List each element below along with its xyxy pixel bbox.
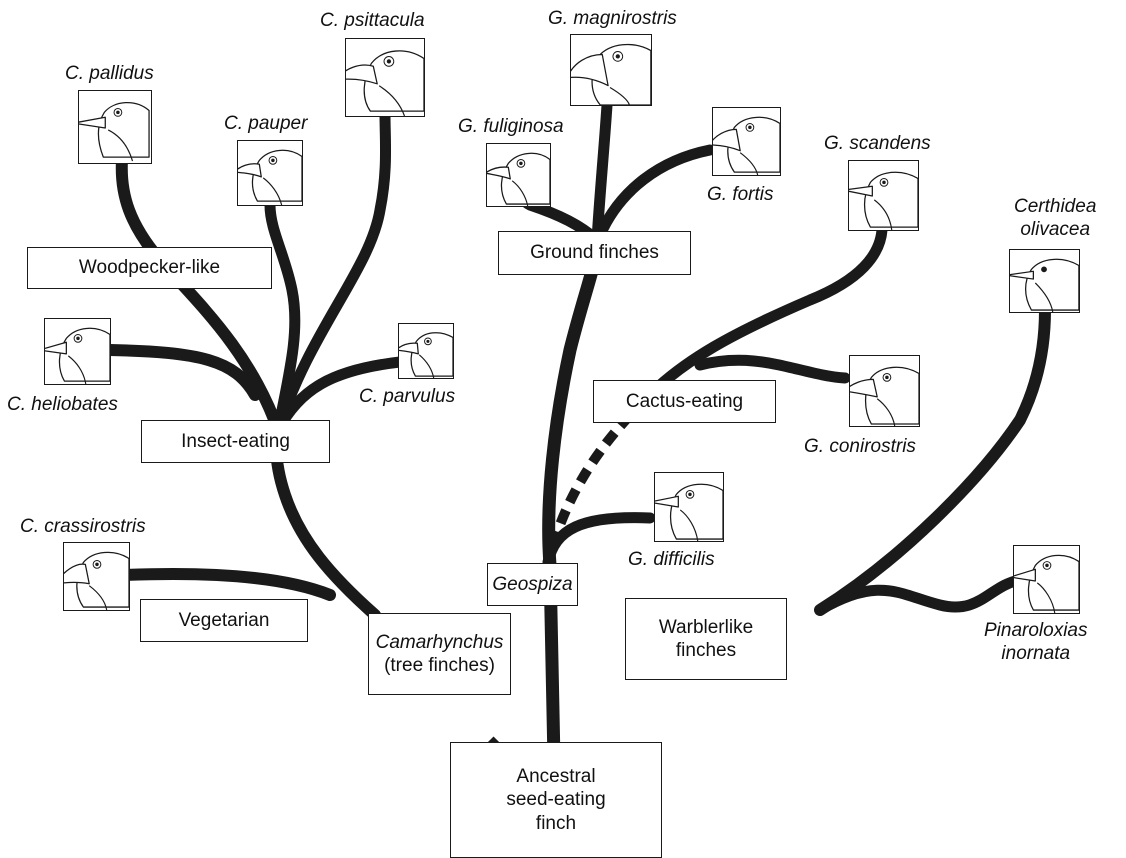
finch-head-parvulus-icon — [398, 323, 454, 379]
label-g-scandens: G. scandens — [824, 133, 931, 154]
branch-olivacea — [814, 304, 1051, 616]
finch-head-fuliginosa-icon — [486, 143, 551, 207]
group-camarhynchus: Camarhynchus (tree finches) — [368, 613, 511, 695]
label-g-conirostris: G. conirostris — [804, 436, 916, 457]
group-vegetarian: Vegetarian — [140, 599, 308, 642]
branch-conirostris — [694, 354, 851, 384]
branch-fortis — [594, 144, 716, 241]
label-c-heliobates: C. heliobates — [7, 394, 118, 415]
finch-head-inornata-icon — [1013, 545, 1080, 614]
finch-head-difficilis-icon — [654, 472, 724, 542]
branch-parvulus — [272, 356, 406, 436]
label-g-magnirostris: G. magnirostris — [548, 8, 677, 29]
label-c-crassirostris: C. crassirostris — [20, 516, 146, 537]
finch-head-crassirostris-icon — [63, 542, 130, 611]
group-warblerlike-finches: Warblerlike finches — [625, 598, 787, 680]
finch-head-conirostris-icon — [849, 355, 920, 427]
label-g-fortis: G. fortis — [707, 184, 774, 205]
finch-head-heliobates-icon — [44, 318, 111, 385]
finch-head-pallidus-icon — [78, 90, 152, 164]
label-c-parvulus: C. parvulus — [359, 386, 456, 407]
label-c-pallidus: C. pallidus — [65, 63, 154, 84]
label-g-fuliginosa: G. fuliginosa — [458, 116, 564, 137]
label-pinaroloxias-inornata: Pinaroloxias inornata — [984, 620, 1088, 664]
branch-psittacula — [272, 109, 392, 436]
finch-head-pauper-icon — [237, 140, 303, 206]
branch-heliobates — [104, 344, 261, 401]
branch-difficilis — [542, 512, 656, 568]
branch-scandens — [634, 224, 888, 411]
finch-head-magnirostris-icon — [570, 34, 652, 106]
group-cactus-eating: Cactus-eating — [593, 380, 776, 423]
group-geospiza: Geospiza — [487, 563, 578, 606]
label-c-psittacula: C. psittacula — [320, 10, 425, 31]
branch-magnirostris — [591, 84, 614, 246]
group-insect-eating: Insect-eating — [141, 420, 330, 463]
camarhynchus-common: (tree finches) — [384, 655, 495, 676]
label-c-pauper: C. pauper — [224, 113, 308, 134]
label-g-difficilis: G. difficilis — [628, 549, 715, 570]
camarhynchus-genus: Camarhynchus — [375, 631, 504, 653]
branch-crassirostris — [119, 568, 336, 601]
group-woodpecker-like: Woodpecker-like — [27, 247, 272, 289]
finch-head-scandens-icon — [848, 160, 919, 231]
finch-head-psittacula-icon — [345, 38, 425, 117]
group-ground-finches: Ground finches — [498, 231, 691, 275]
branch-pauper — [264, 199, 301, 436]
branch-inornata — [814, 574, 1026, 616]
group-ancestral-finch: Ancestral seed-eating finch — [450, 742, 662, 858]
finch-head-fortis-icon — [712, 107, 781, 176]
finch-head-olivacea-icon — [1009, 249, 1080, 313]
label-certhidea-olivacea: Certhidea olivacea — [1014, 196, 1097, 240]
